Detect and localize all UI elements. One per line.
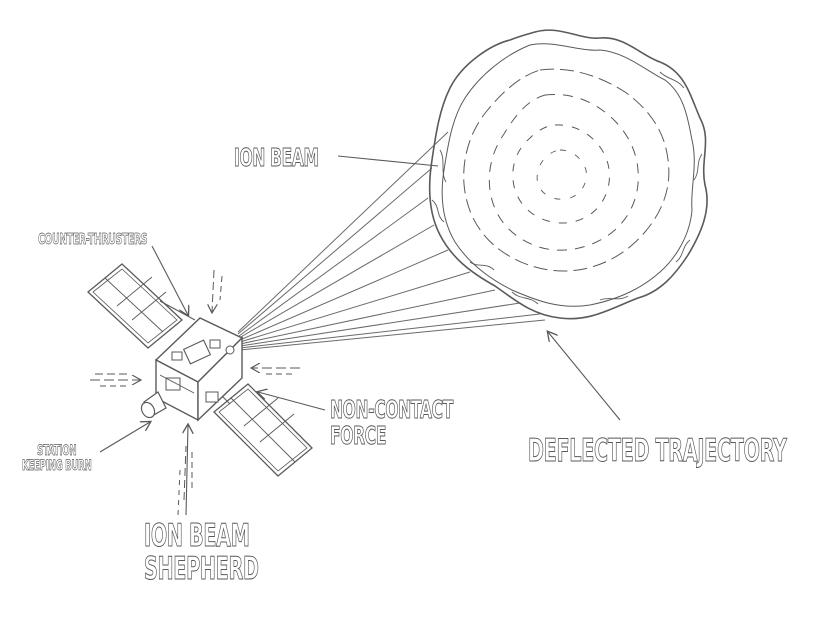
solar-panel-lower xyxy=(213,383,313,477)
non-contact-force-pointer xyxy=(258,392,326,411)
station-keeping-burn-label: STATION KEEPING BURN xyxy=(22,443,92,474)
thrust-exhaust xyxy=(90,269,300,516)
counter-thrusters-label: COUNTER-THRUSTERS xyxy=(38,230,148,248)
counter-thrusters-pointer xyxy=(151,245,188,315)
shepherd-pointer xyxy=(186,425,188,516)
shepherd-line-1: ION BEAM xyxy=(144,518,251,554)
station-keeping-line-2: KEEPING BURN xyxy=(22,457,92,474)
deflected-trajectory-label: DEFLECTED TRAJECTORY xyxy=(528,433,788,469)
ion-beam-label: ION BEAM xyxy=(234,143,320,172)
spacecraft-body xyxy=(154,317,244,422)
shepherd-line-2: SHEPHERD xyxy=(144,550,260,587)
asteroid xyxy=(428,29,708,320)
station-keeping-pointer xyxy=(99,422,150,453)
ion-beam-pointer xyxy=(337,155,439,167)
solar-panel-upper xyxy=(87,263,196,349)
ion-beam-shepherd-label: ION BEAM SHEPHERD xyxy=(144,518,260,587)
thruster-nozzle xyxy=(140,391,167,419)
pointer-lines xyxy=(99,155,621,516)
station-keeping-line-1: STATION xyxy=(37,443,77,459)
ion-beam-rays xyxy=(237,131,546,351)
non-contact-force-line-2: FORCE xyxy=(330,421,387,451)
deflected-trajectory-pointer xyxy=(548,332,621,421)
non-contact-force-line-1: NON-CONTACT xyxy=(330,395,454,424)
non-contact-force-label: NON-CONTACT FORCE xyxy=(330,395,454,451)
